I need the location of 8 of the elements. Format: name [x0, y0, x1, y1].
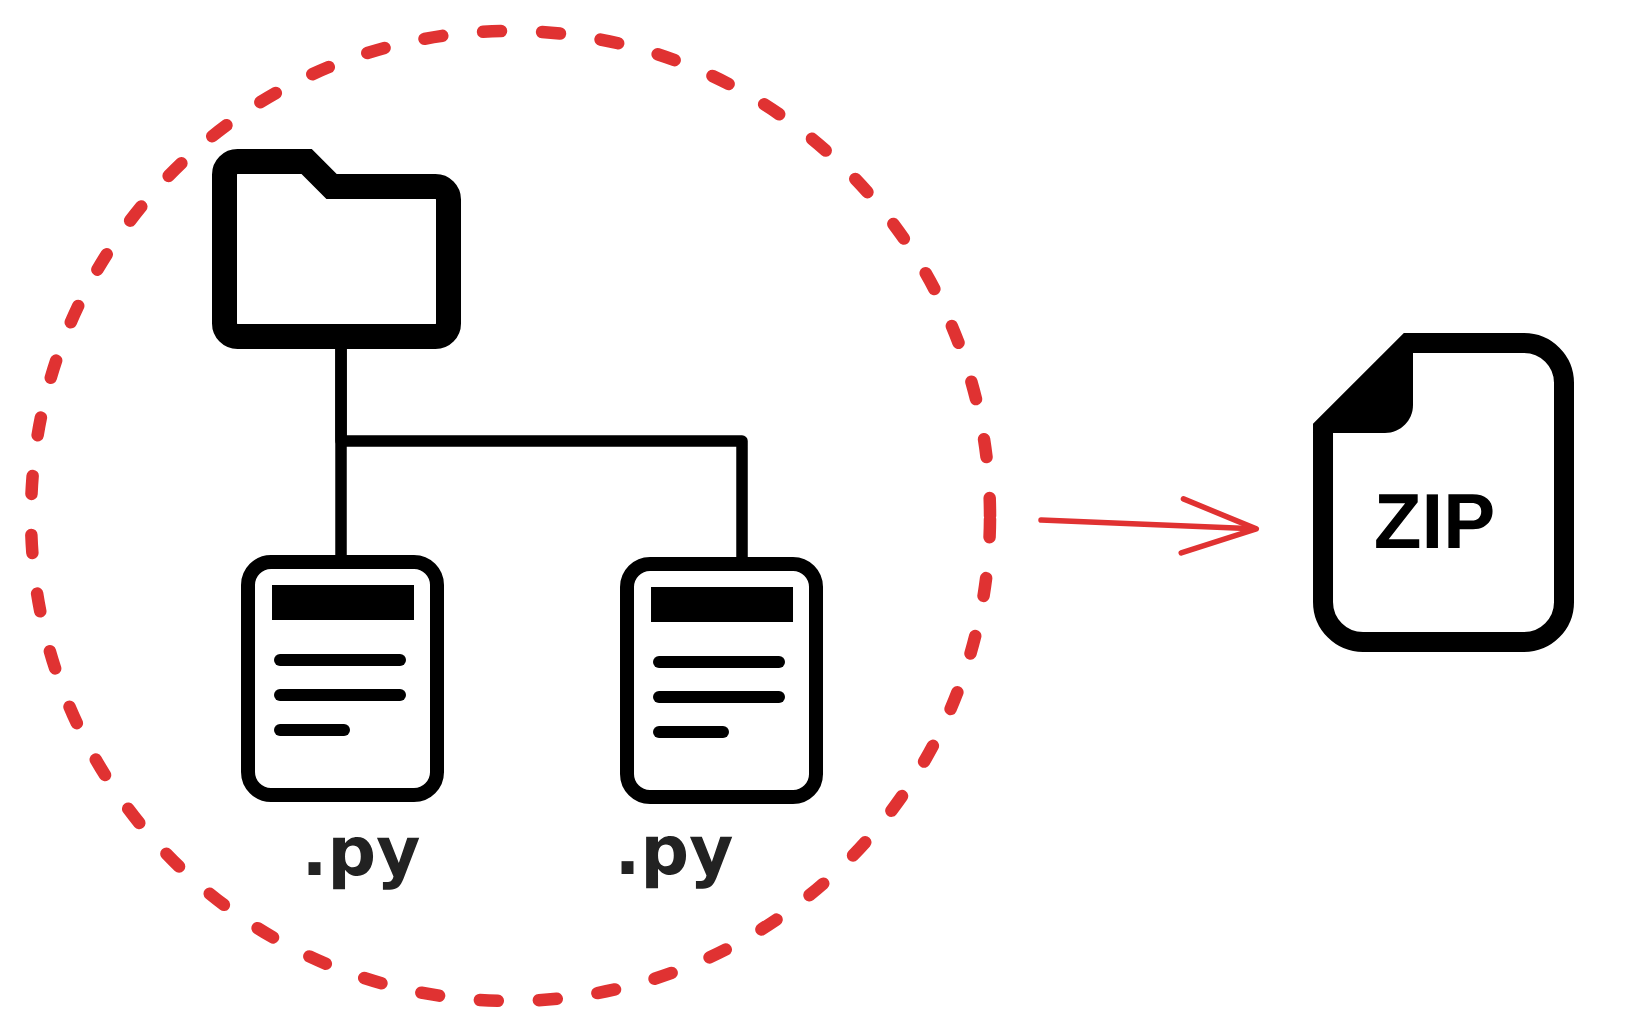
document-icon — [620, 557, 823, 804]
extension-label: .py — [621, 835, 733, 889]
dashed-circle — [24, 24, 997, 1008]
connector-line — [335, 349, 748, 557]
folder-icon — [212, 149, 461, 349]
extension-label: .py — [308, 836, 420, 890]
arrow — [1038, 496, 1259, 556]
document-icon — [241, 555, 444, 802]
